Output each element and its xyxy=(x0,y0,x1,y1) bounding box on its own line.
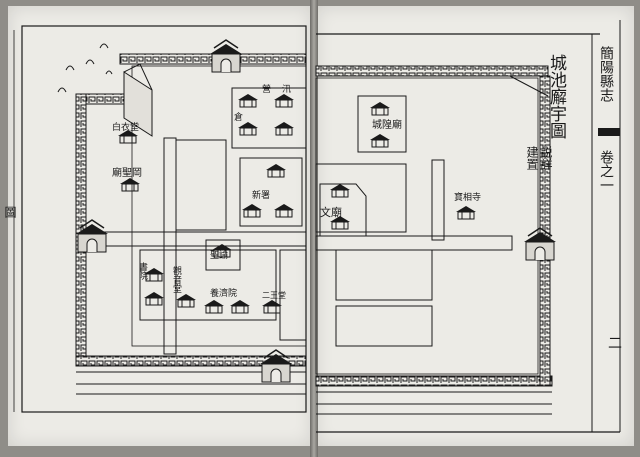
left-margin-mark: 圖 xyxy=(3,206,17,219)
label-erwang: 二王堂 xyxy=(262,290,286,300)
wenmiao-enclosure xyxy=(319,183,367,237)
title-note-b: 建置 xyxy=(525,146,539,170)
label-guanyin: 觀音堂 xyxy=(171,265,182,293)
label-wenmiao: 文廟 xyxy=(320,205,342,219)
label-yangji: 養濟院 xyxy=(210,287,237,299)
east-gate xyxy=(523,227,557,261)
north-gate xyxy=(209,39,243,73)
right-page xyxy=(316,6,634,446)
label-ying: 營 xyxy=(262,83,271,95)
yamen-enclosure xyxy=(239,157,303,227)
label-temple: 廟聖岡 xyxy=(112,166,142,179)
label-shuyuan: 書院 xyxy=(137,261,148,281)
hills xyxy=(57,43,113,93)
map-title: 城池廨宇圖 xyxy=(546,54,567,139)
chenghuang-enclosure xyxy=(357,95,407,153)
book-title: 簡陽縣志 xyxy=(598,46,614,102)
label-chenghuang: 城隍廟 xyxy=(372,118,402,131)
streets xyxy=(99,87,513,355)
title-note-a: 説詳 xyxy=(539,145,553,170)
label-baoxiang: 寶相寺 xyxy=(454,191,481,203)
shengyu-enclosure xyxy=(205,239,241,271)
yamen-south-enclosure xyxy=(139,249,277,321)
label-xinshu: 新署 xyxy=(252,189,270,201)
volume-label: 卷之一 xyxy=(598,150,614,192)
fish-tail xyxy=(598,128,620,136)
label-shengyu: 聖諭 xyxy=(210,249,228,261)
label-baiyi: 白衣堂 xyxy=(112,121,139,133)
label-xun: 汛 xyxy=(282,84,291,95)
nw-tower xyxy=(123,63,153,137)
label-cang: 倉 xyxy=(234,111,243,123)
south-gate xyxy=(259,349,293,383)
page-mark: 二 xyxy=(608,336,622,352)
book-gutter xyxy=(310,0,318,457)
